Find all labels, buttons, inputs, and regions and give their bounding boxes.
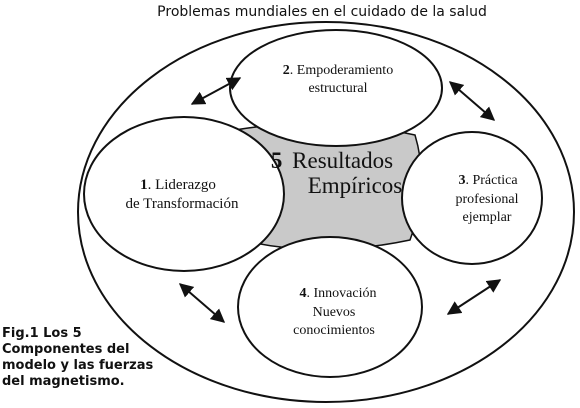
component-3-line2: profesional	[456, 192, 519, 207]
component-2-title: 2. Empoderamiento	[283, 63, 393, 78]
component-4-line2: Nuevos	[313, 305, 356, 320]
caption-line: Componentes del	[2, 342, 130, 357]
center-results-title: 5 Resultados	[271, 148, 393, 173]
component-3-line3: ejemplar	[463, 210, 512, 225]
outer-ellipse	[77, 21, 575, 403]
component-3-line1: . Práctica	[465, 173, 518, 188]
arrow-1-2	[190, 77, 242, 105]
component-4-ellipse	[237, 236, 423, 378]
arrow-3-4	[446, 279, 502, 315]
component-4-title: 4. Innovación	[300, 286, 377, 301]
arrow-4-1	[178, 283, 226, 323]
component-4-line1: . Innovación	[307, 286, 377, 301]
component-3-ellipse	[401, 131, 543, 265]
figure-caption: Fig.1 Los 5 Componentes del modelo y las…	[2, 326, 154, 390]
component-1-ellipse	[83, 116, 285, 272]
component-2-line1: . Empoderamiento	[290, 63, 393, 78]
caption-line: del magnetismo.	[2, 374, 125, 389]
component-4-number: 4	[300, 286, 307, 301]
component-2-number: 2	[283, 63, 290, 78]
component-3-title: 3. Práctica	[458, 173, 518, 188]
caption-line: Fig.1 Los 5	[2, 326, 82, 341]
component-1-title: 1. Liderazgo	[140, 177, 216, 193]
center-number: 5	[271, 148, 283, 173]
diagram-title: Problemas mundiales en el cuidado de la …	[157, 4, 487, 20]
center-results-subtitle: Empíricos	[308, 173, 403, 198]
caption-line: modelo y las fuerzas	[2, 358, 154, 373]
component-1-number: 1	[140, 177, 148, 193]
component-3-number: 3	[458, 173, 465, 188]
arrow-2-3	[448, 81, 496, 121]
component-2-line2: estructural	[308, 81, 367, 96]
center-title: Resultados	[292, 148, 393, 173]
component-1-line2: de Transformación	[126, 196, 239, 212]
component-1-line1: . Liderazgo	[148, 177, 216, 193]
component-4-line3: conocimientos	[293, 323, 375, 338]
